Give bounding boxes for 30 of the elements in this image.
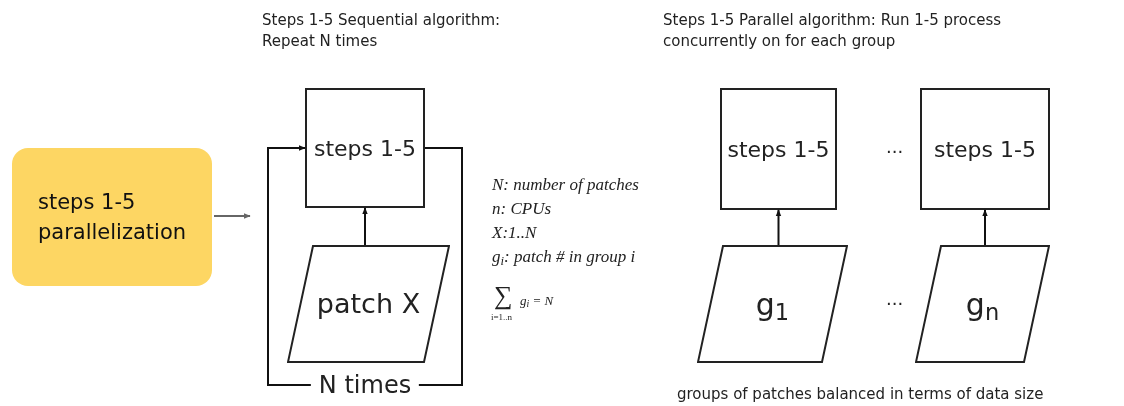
sum-symbol: ∑ xyxy=(494,283,513,309)
process-box xyxy=(720,88,837,210)
data-parallelogram xyxy=(287,245,450,363)
ellipsis: ··· xyxy=(886,292,904,316)
process-box xyxy=(12,148,212,286)
arrow xyxy=(982,209,988,246)
note-text: g$_{i}$: patch # in group i xyxy=(492,246,636,270)
caption-text: groups of patches balanced in terms of data size xyxy=(677,384,1044,405)
note-text: N: number of patches xyxy=(492,174,639,196)
arrow xyxy=(775,209,782,246)
note-text: n: CPUs xyxy=(492,198,552,220)
node-label: steps 1-5 parallelization xyxy=(38,189,187,246)
note-text: X:1..N xyxy=(492,222,537,244)
arrow xyxy=(362,207,368,246)
node-label: patch X xyxy=(316,286,421,321)
node-label: steps 1-5 xyxy=(727,135,830,164)
data-parallelogram xyxy=(697,245,848,363)
process-box xyxy=(305,88,425,208)
arrow xyxy=(213,213,251,219)
node-label: steps 1-5 xyxy=(314,134,416,163)
process-box xyxy=(920,88,1050,210)
node-label: g$_{1}$ xyxy=(755,285,790,327)
heading: Steps 1-5 Sequential algorithm: Repeat N times xyxy=(262,10,502,52)
formula-subscript: i=1..n xyxy=(491,311,513,324)
node-label: steps 1-5 xyxy=(934,135,1036,164)
ellipsis: ··· xyxy=(886,140,904,164)
data-parallelogram xyxy=(915,245,1050,363)
formula-text: g$_{i}$ = N xyxy=(520,292,554,311)
heading: Steps 1-5 Parallel algorithm: Run 1-5 process concurrently on for each group xyxy=(663,10,1003,52)
node-label: g$_{n}$ xyxy=(965,285,1000,327)
